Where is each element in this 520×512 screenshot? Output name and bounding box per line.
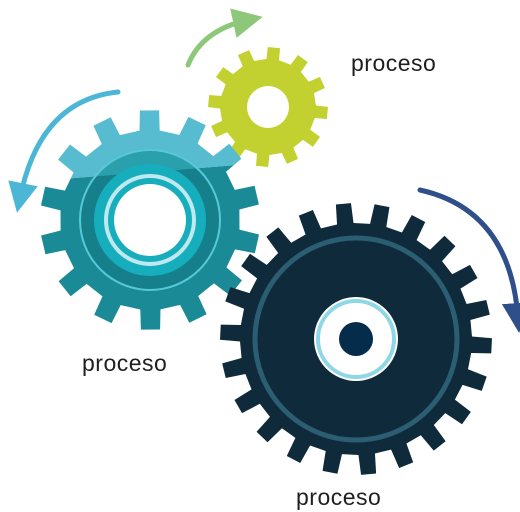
small-gear-label: proceso: [351, 50, 437, 76]
arrow-green-icon: [185, 8, 263, 68]
arrow-cyan-icon: [8, 89, 121, 213]
medium-gear-label: proceso: [82, 350, 168, 376]
medium-gear-icon: [40, 110, 260, 330]
arrow-navy-icon: [417, 187, 520, 333]
large-gear-icon: [220, 203, 492, 475]
large-gear-label: proceso: [296, 484, 382, 510]
small-gear-icon: [208, 47, 328, 167]
